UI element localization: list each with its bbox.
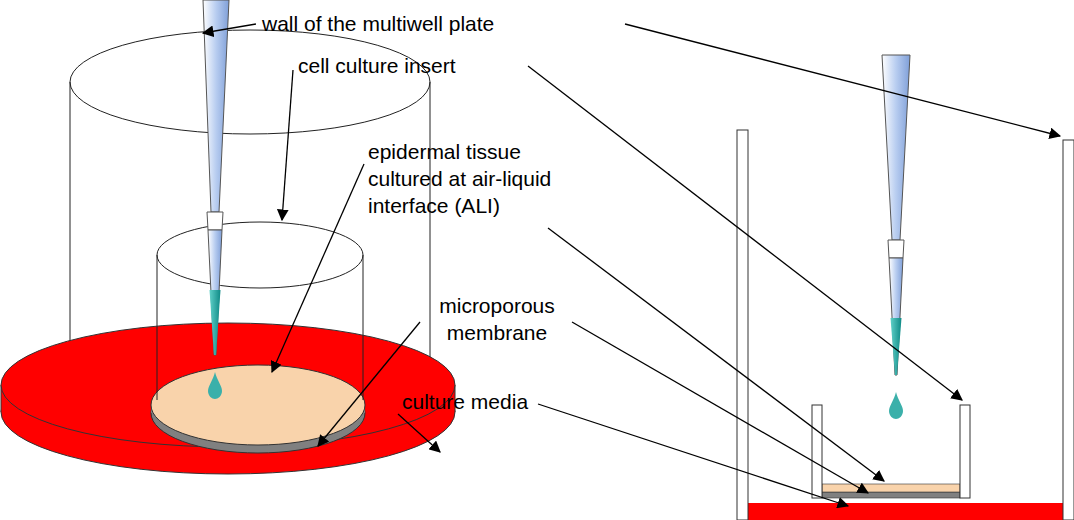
plate-wall-section [737,130,748,520]
pipette-tip [889,258,903,375]
leader-line [282,70,293,220]
drop [208,372,222,399]
part-label: cell culture insert [298,52,456,79]
membrane-section [822,492,960,498]
tissue-section [822,484,960,492]
part-label: microporous membrane [424,292,570,346]
insert-wall-section [812,405,822,498]
insert-wall-section [960,405,970,498]
media-top [1,323,455,447]
drop [889,392,903,419]
leader-line [318,322,420,446]
media-disc [1,323,455,474]
pipette-liquid [210,290,221,355]
leader-line [538,404,848,506]
leader-line [398,414,440,452]
insert-wall-line [157,255,158,400]
part-label: epidermal tissue cultured at air-liquid … [368,138,594,219]
leader-lines [203,24,1060,506]
insert [151,222,365,453]
insert-rim [157,222,363,288]
part-label: wall of the multiwell plate [262,10,494,37]
media-section [737,503,1063,520]
pipette-collar [888,240,904,258]
plate-rim [70,30,430,134]
pipette-body [882,55,910,240]
leader-line [572,322,868,493]
section [737,130,1074,520]
pipette-tip [208,230,222,355]
leader-line [203,24,256,33]
leader-line [548,228,884,481]
part-label: culture media [402,388,528,415]
pipette [203,0,229,399]
tissue-disc [151,365,365,445]
plate-wall-section [1063,140,1074,520]
leader-line [625,24,1060,136]
plate-wall-line [430,82,431,400]
leader-line [528,66,962,400]
insert-wall-line [363,255,364,400]
leader-line [272,164,364,372]
pipette [882,55,910,419]
pipette-collar [207,212,223,230]
